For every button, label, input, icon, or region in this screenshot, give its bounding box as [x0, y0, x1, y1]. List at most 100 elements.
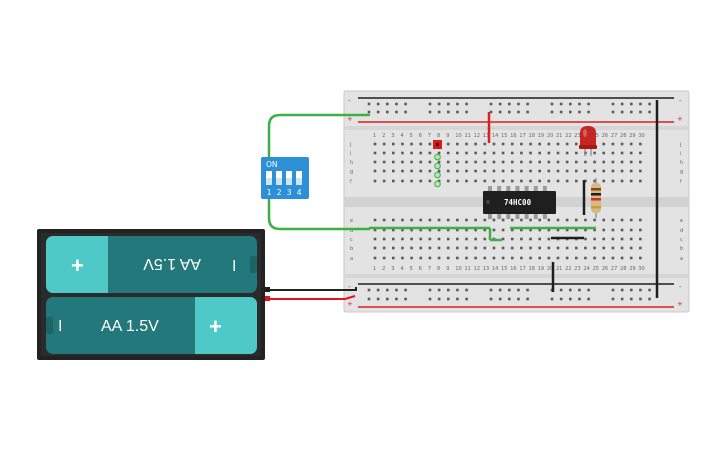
rail-hole[interactable]	[508, 102, 511, 106]
breadboard-hole[interactable]	[382, 160, 386, 164]
rail-hole[interactable]	[620, 288, 624, 292]
breadboard-hole[interactable]	[501, 228, 505, 232]
breadboard-hole[interactable]	[620, 179, 624, 183]
rail-hole[interactable]	[465, 102, 468, 106]
breadboard-hole[interactable]	[565, 179, 569, 183]
breadboard-hole[interactable]	[565, 218, 569, 222]
rail-hole[interactable]	[428, 288, 432, 292]
breadboard-hole[interactable]	[382, 142, 386, 146]
rail-hole[interactable]	[456, 288, 459, 292]
rail-hole[interactable]	[437, 110, 441, 114]
rail-hole[interactable]	[447, 102, 450, 106]
rail-hole[interactable]	[550, 297, 554, 301]
breadboard-hole[interactable]	[529, 228, 532, 232]
breadboard-hole[interactable]	[593, 256, 596, 260]
breadboard-hole[interactable]	[419, 142, 423, 146]
breadboard-hole[interactable]	[483, 228, 487, 232]
breadboard-hole[interactable]	[584, 237, 587, 241]
breadboard-hole[interactable]	[483, 142, 487, 146]
breadboard-hole[interactable]	[620, 246, 624, 250]
breadboard-hole[interactable]	[410, 228, 413, 232]
breadboard-hole[interactable]	[611, 160, 615, 164]
rail-hole[interactable]	[376, 297, 380, 301]
breadboard-hole[interactable]	[547, 237, 551, 241]
breadboard-hole[interactable]	[529, 160, 532, 164]
rail-hole[interactable]	[465, 297, 468, 301]
breadboard-hole[interactable]	[492, 179, 496, 183]
breadboard-hole[interactable]	[639, 237, 642, 241]
breadboard-hole[interactable]	[629, 142, 633, 146]
breadboard-hole[interactable]	[611, 256, 615, 260]
breadboard-hole[interactable]	[428, 246, 432, 250]
rail-hole[interactable]	[498, 110, 502, 114]
rail-hole[interactable]	[639, 297, 642, 301]
breadboard-hole[interactable]	[456, 246, 459, 250]
breadboard-hole[interactable]	[446, 142, 450, 146]
breadboard-hole[interactable]	[446, 228, 450, 232]
rail-hole[interactable]	[447, 288, 450, 292]
rail-hole[interactable]	[489, 102, 493, 106]
breadboard-hole[interactable]	[401, 218, 404, 222]
breadboard-hole[interactable]	[474, 237, 477, 241]
rail-hole[interactable]	[648, 288, 651, 292]
breadboard-hole[interactable]	[419, 169, 423, 173]
rail-hole[interactable]	[447, 110, 450, 114]
breadboard-hole[interactable]	[419, 179, 423, 183]
breadboard-hole[interactable]	[446, 218, 450, 222]
breadboard-hole[interactable]	[510, 179, 514, 183]
breadboard-hole[interactable]	[373, 228, 377, 232]
rail-hole[interactable]	[437, 288, 441, 292]
breadboard-hole[interactable]	[474, 218, 477, 222]
breadboard-hole[interactable]	[373, 169, 377, 173]
breadboard-hole[interactable]	[446, 151, 450, 155]
breadboard-hole[interactable]	[547, 160, 551, 164]
breadboard-hole[interactable]	[428, 256, 432, 260]
rail-hole[interactable]	[587, 110, 590, 114]
breadboard-hole[interactable]	[593, 179, 596, 183]
breadboard-hole[interactable]	[556, 179, 560, 183]
breadboard-hole[interactable]	[629, 237, 633, 241]
resistor[interactable]	[591, 178, 601, 218]
breadboard-hole[interactable]	[492, 160, 496, 164]
breadboard-hole[interactable]	[620, 151, 624, 155]
breadboard-hole[interactable]	[520, 142, 523, 146]
breadboard-hole[interactable]	[556, 256, 560, 260]
breadboard-hole[interactable]	[639, 228, 642, 232]
rail-hole[interactable]	[526, 288, 529, 292]
rail-hole[interactable]	[386, 110, 389, 114]
breadboard-hole[interactable]	[428, 237, 432, 241]
breadboard-hole[interactable]	[565, 151, 569, 155]
wire-green-top[interactable]	[267, 113, 370, 160]
breadboard-hole[interactable]	[639, 246, 642, 250]
breadboard-hole[interactable]	[401, 237, 404, 241]
rail-hole[interactable]	[611, 288, 615, 292]
rail-hole[interactable]	[578, 297, 581, 301]
breadboard-hole[interactable]	[629, 246, 633, 250]
breadboard-hole[interactable]	[465, 218, 468, 222]
wire-battery-red[interactable]	[266, 295, 356, 300]
breadboard-hole[interactable]	[547, 151, 551, 155]
breadboard-hole[interactable]	[382, 228, 386, 232]
rail-hole[interactable]	[404, 110, 407, 114]
rail-hole[interactable]	[367, 110, 371, 114]
breadboard-hole[interactable]	[547, 228, 551, 232]
breadboard-hole[interactable]	[575, 160, 578, 164]
breadboard-hole[interactable]	[392, 179, 395, 183]
breadboard-hole[interactable]	[547, 218, 551, 222]
breadboard-hole[interactable]	[419, 228, 423, 232]
breadboard-hole[interactable]	[629, 151, 633, 155]
rail-hole[interactable]	[447, 297, 450, 301]
breadboard-hole[interactable]	[538, 179, 541, 183]
breadboard-hole[interactable]	[465, 151, 468, 155]
rail-hole[interactable]	[559, 110, 563, 114]
rail-hole[interactable]	[578, 110, 581, 114]
breadboard-hole[interactable]	[492, 246, 496, 250]
breadboard-hole[interactable]	[483, 237, 487, 241]
breadboard-hole[interactable]	[456, 218, 459, 222]
rail-hole[interactable]	[376, 288, 380, 292]
rail-hole[interactable]	[569, 102, 572, 106]
breadboard-hole[interactable]	[410, 256, 413, 260]
breadboard-hole[interactable]	[446, 169, 450, 173]
breadboard-hole[interactable]	[520, 160, 523, 164]
rail-hole[interactable]	[465, 288, 468, 292]
